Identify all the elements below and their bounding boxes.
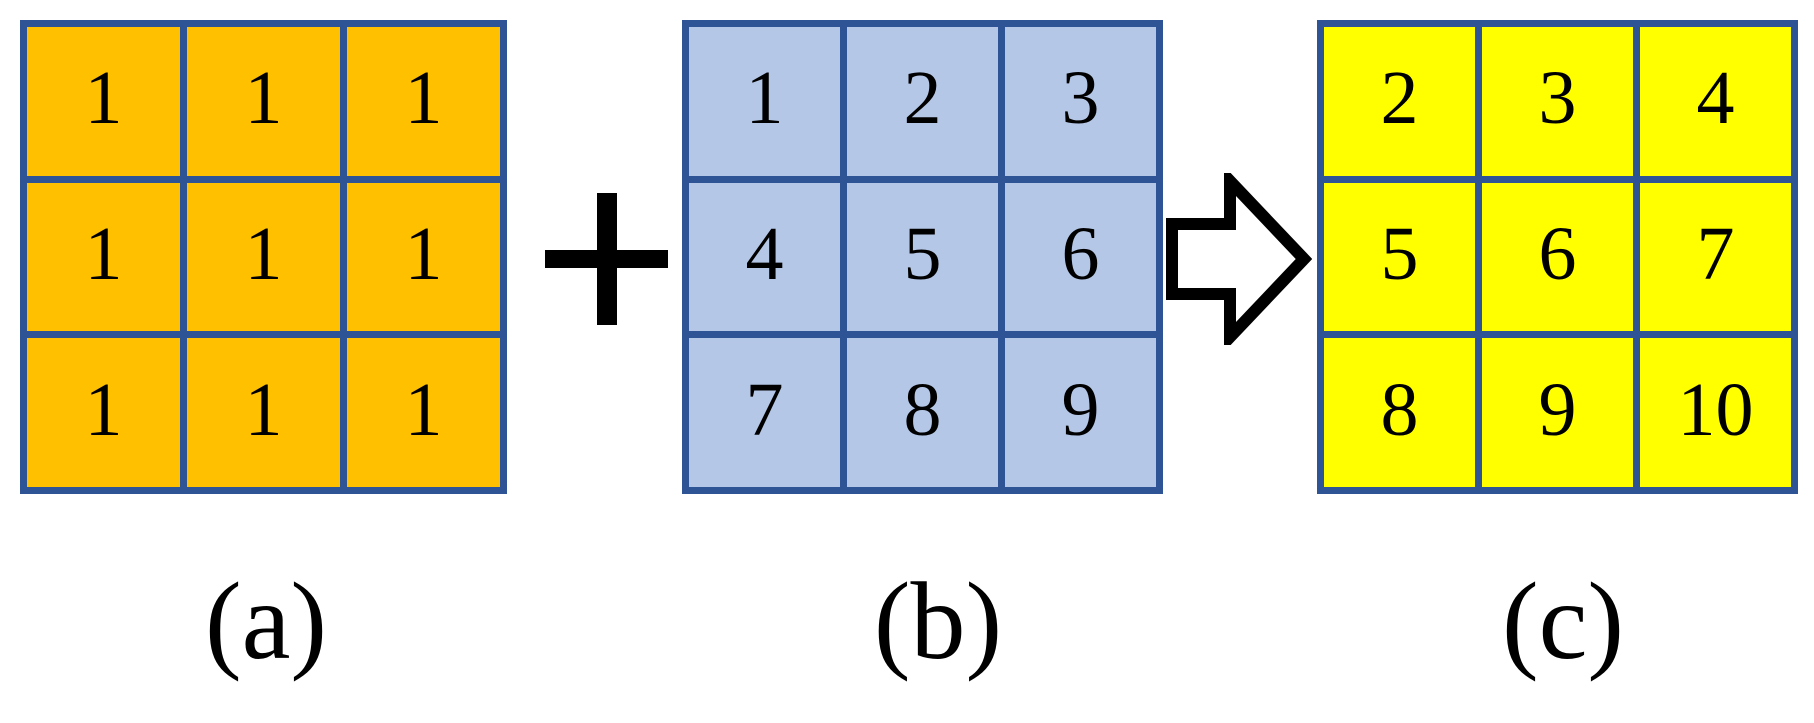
matrix-cell: 1 (347, 27, 500, 176)
matrix-cell: 8 (847, 338, 998, 487)
matrix-cell: 7 (689, 338, 840, 487)
matrix-cell: 2 (1324, 27, 1475, 176)
matrix-cell: 5 (847, 182, 998, 332)
matrix-cell: 1 (187, 27, 340, 176)
matrix-cell: 1 (187, 338, 340, 487)
caption-b: (b) (873, 560, 1003, 682)
caption-a: (a) (204, 560, 328, 682)
matrix-cell: 6 (1005, 182, 1156, 332)
matrix-cell: 1 (27, 182, 180, 332)
plus-vertical-bar (597, 193, 617, 325)
matrix-cell: 1 (689, 27, 840, 176)
matrix-cell: 9 (1005, 338, 1156, 487)
matrix-cell: 5 (1324, 182, 1475, 332)
caption-c: (c) (1501, 560, 1625, 682)
matrix-cell: 7 (1640, 182, 1791, 332)
matrix-cell: 3 (1482, 27, 1633, 176)
matrix-cell: 1 (27, 338, 180, 487)
matrix-cell: 1 (27, 27, 180, 176)
matrix-cell: 1 (187, 182, 340, 332)
plus-operator-icon (545, 193, 668, 325)
matrix-cell: 1 (347, 338, 500, 487)
matrix-cell: 4 (1640, 27, 1791, 176)
matrix-cell: 6 (1482, 182, 1633, 332)
right-arrow-icon (1166, 173, 1312, 345)
matrix-cell: 2 (847, 27, 998, 176)
matrix-cell: 9 (1482, 338, 1633, 487)
matrix-cell: 1 (347, 182, 500, 332)
matrix-cell: 8 (1324, 338, 1475, 487)
matrix-cell: 4 (689, 182, 840, 332)
matrix-cell: 10 (1640, 338, 1791, 487)
matrix-cell: 3 (1005, 27, 1156, 176)
